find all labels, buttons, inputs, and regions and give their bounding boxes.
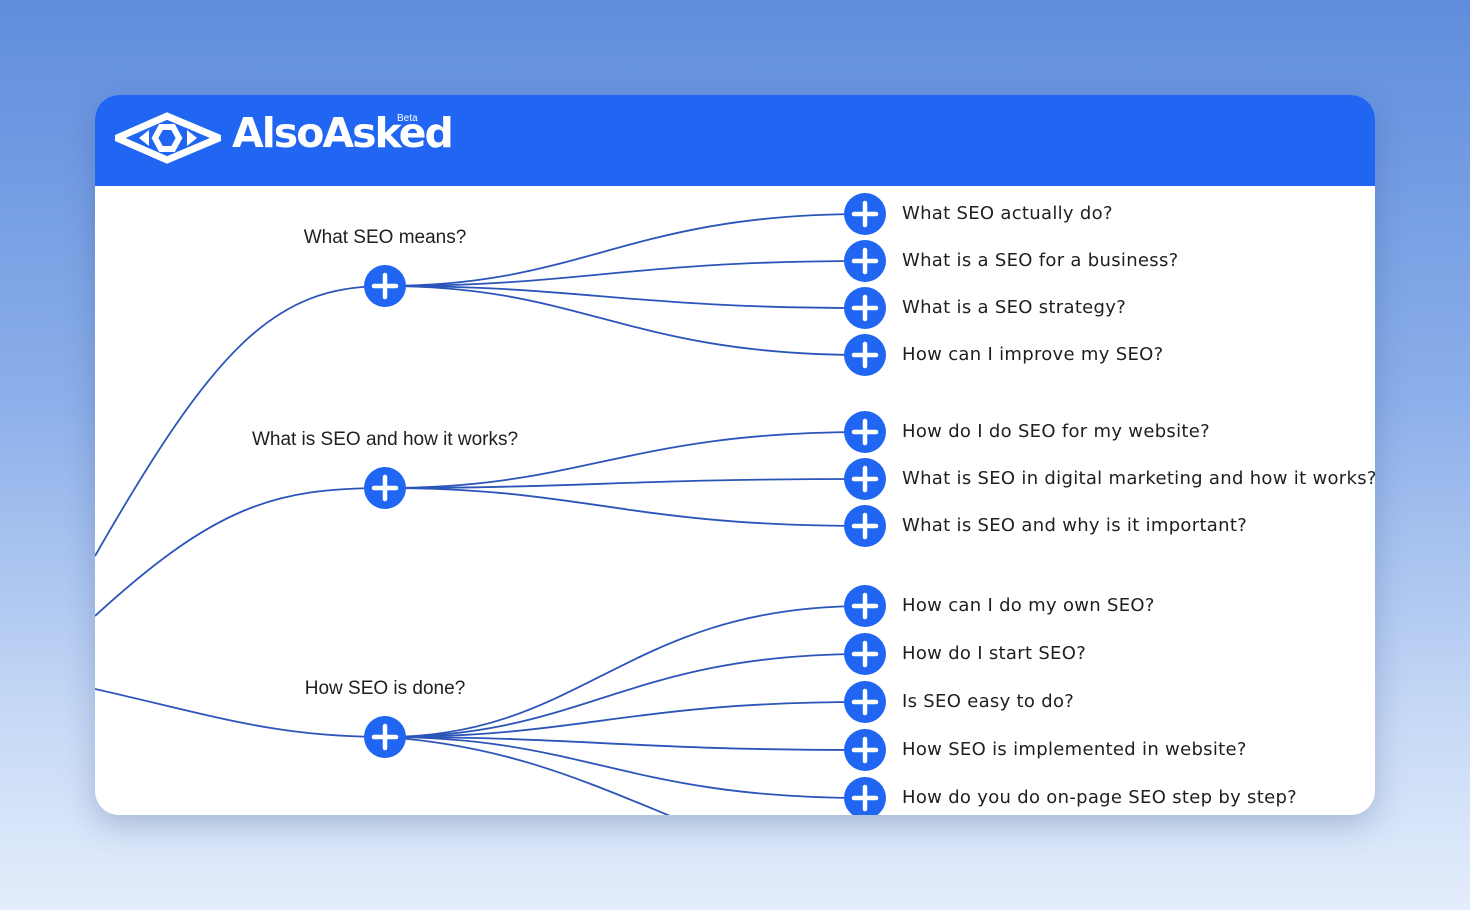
plus-icon: [851, 200, 879, 228]
eye-diamond-logo-icon[interactable]: [115, 112, 221, 164]
child-link: [384, 285, 866, 309]
child-question-label[interactable]: What is SEO in digital marketing and how…: [902, 468, 1375, 489]
plus-icon: [851, 592, 879, 620]
expand-child-node-button[interactable]: [844, 334, 886, 376]
child-question-label[interactable]: How do you do on-page SEO step by step?: [902, 787, 1298, 808]
root-link: [95, 285, 386, 557]
beta-badge: Beta: [397, 113, 418, 124]
plus-icon: [371, 272, 399, 300]
expand-child-node-button[interactable]: [844, 287, 886, 329]
expand-child-node-button[interactable]: [844, 240, 886, 282]
app-window: AlsoAsked Beta What SEO actually do?What…: [95, 95, 1375, 815]
expand-child-node-button[interactable]: [844, 505, 886, 547]
expand-child-node-button[interactable]: [844, 633, 886, 675]
child-link: [384, 605, 866, 738]
expand-child-node-button[interactable]: [844, 458, 886, 500]
plus-icon: [851, 341, 879, 369]
question-map: What SEO actually do? What is a SEO for a…: [95, 186, 1375, 815]
expand-child-node-button[interactable]: [844, 777, 886, 815]
expand-child-node-button[interactable]: [844, 193, 886, 235]
child-question-label[interactable]: Is SEO easy to do?: [902, 691, 1075, 712]
child-link: [384, 487, 866, 527]
plus-icon: [371, 474, 399, 502]
child-question-label[interactable]: How do I do SEO for my website?: [902, 421, 1210, 442]
child-link: [384, 653, 866, 738]
plus-icon: [851, 784, 879, 812]
expand-question-node-button[interactable]: [364, 716, 406, 758]
child-question-label[interactable]: What is a SEO strategy?: [902, 297, 1127, 318]
node-layer: [364, 193, 886, 815]
app-header: AlsoAsked Beta: [95, 95, 1375, 186]
expand-child-node-button[interactable]: [844, 681, 886, 723]
child-link: [384, 736, 866, 799]
parent-question-label[interactable]: What is SEO and how it works?: [251, 429, 519, 450]
root-link: [95, 487, 386, 617]
child-question-label[interactable]: What SEO actually do?: [902, 203, 1113, 224]
plus-icon: [851, 512, 879, 540]
plus-icon: [851, 465, 879, 493]
child-question-label[interactable]: What is a SEO for a business?: [902, 250, 1179, 271]
child-link: [384, 701, 866, 738]
plus-icon: [851, 736, 879, 764]
plus-icon: [851, 688, 879, 716]
expand-child-node-button[interactable]: [844, 411, 886, 453]
map-links: [95, 193, 886, 815]
child-question-label[interactable]: How can I improve my SEO?: [902, 344, 1164, 365]
plus-icon: [851, 247, 879, 275]
parent-question-label[interactable]: How SEO is done?: [304, 678, 466, 699]
child-link: [384, 260, 866, 287]
child-question-label[interactable]: How do I start SEO?: [902, 643, 1087, 664]
plus-icon: [851, 418, 879, 446]
child-question-label[interactable]: How SEO is implemented in website?: [902, 739, 1247, 760]
expand-child-node-button[interactable]: [844, 729, 886, 771]
plus-icon: [851, 640, 879, 668]
expand-question-node-button[interactable]: [364, 467, 406, 509]
plus-icon: [851, 294, 879, 322]
child-link: [384, 478, 866, 489]
child-question-label[interactable]: What is SEO and why is it important?: [902, 515, 1248, 536]
parent-question-label[interactable]: What SEO means?: [303, 227, 467, 248]
child-link: [384, 736, 671, 815]
child-question-label[interactable]: How can I do my own SEO?: [902, 595, 1155, 616]
child-link: [384, 285, 866, 356]
root-link: [95, 688, 386, 738]
link-layer: [95, 213, 866, 815]
child-link: [384, 431, 866, 489]
expand-question-node-button[interactable]: [364, 265, 406, 307]
child-link: [384, 213, 866, 287]
brand-name[interactable]: AlsoAsked: [232, 109, 454, 157]
plus-icon: [371, 723, 399, 751]
expand-child-node-button[interactable]: [844, 585, 886, 627]
child-link: [384, 736, 866, 751]
